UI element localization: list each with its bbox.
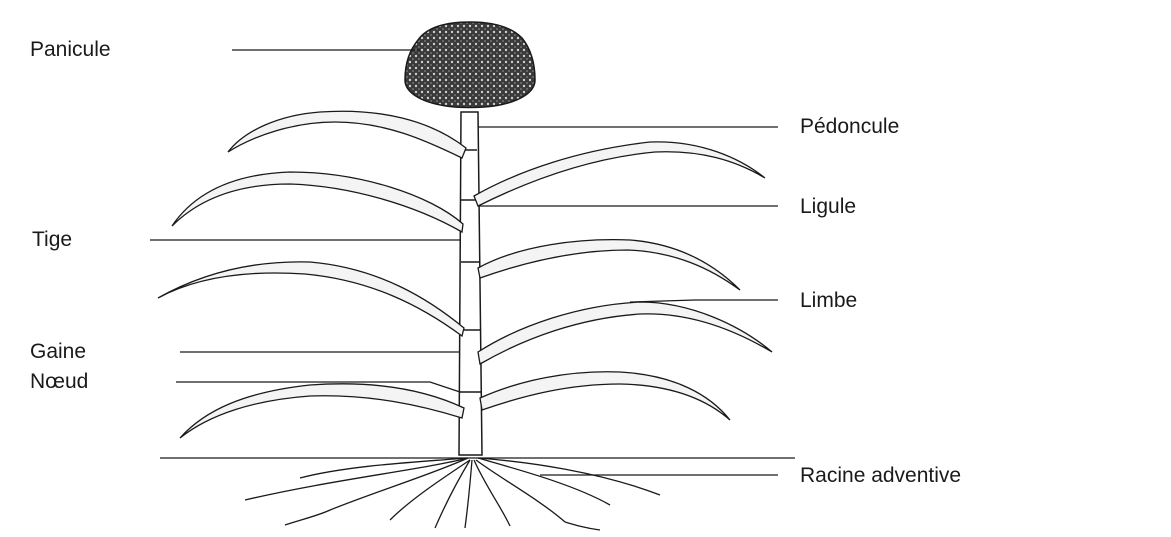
label-limbe: Limbe — [800, 290, 857, 311]
adventitious-roots — [245, 458, 660, 530]
label-tige: Tige — [32, 229, 72, 250]
leader-limbe — [630, 300, 778, 302]
label-panicule: Panicule — [30, 39, 111, 60]
stem — [459, 112, 482, 455]
label-ligule: Ligule — [800, 196, 856, 217]
panicle — [405, 22, 535, 108]
label-noeud: Nœud — [30, 371, 88, 392]
label-gaine: Gaine — [30, 341, 86, 362]
label-racine-adventive: Racine adventive — [800, 465, 961, 486]
label-pedoncule: Pédoncule — [800, 116, 899, 137]
